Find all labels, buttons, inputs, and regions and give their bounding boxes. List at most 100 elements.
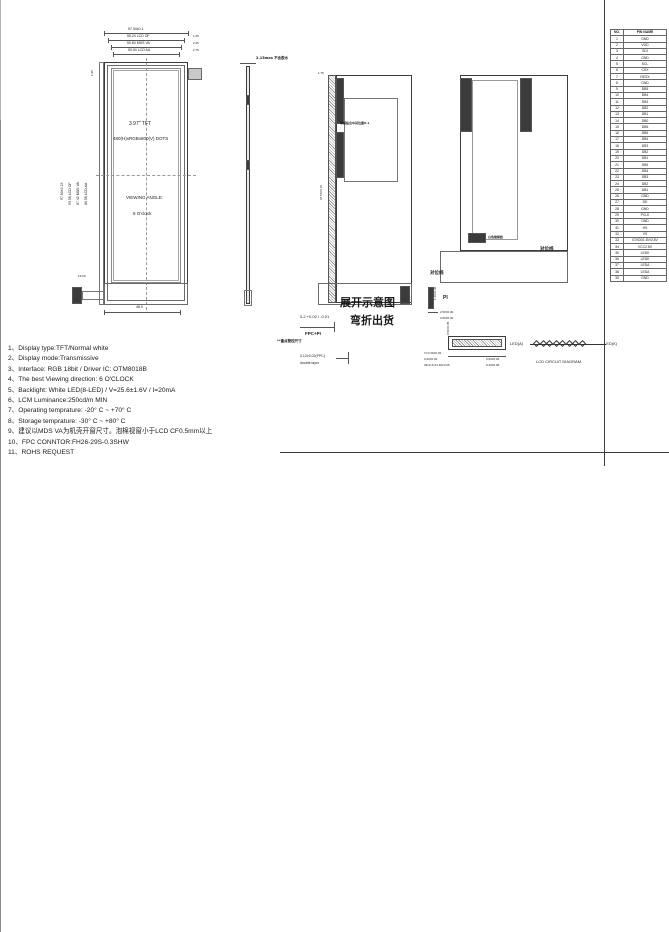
pin-name: SCL: [623, 60, 667, 68]
bottom-rule: [280, 452, 669, 453]
connector-pins: [452, 339, 502, 347]
panel-resolution-label: 480(H)xRGBx800(V) DOTS: [113, 136, 169, 141]
led-anode-label: LED(A): [510, 341, 524, 346]
fpc-pi-label: FPC+PI: [305, 331, 321, 336]
window-note: **重点管控尺寸: [277, 339, 302, 343]
back-outline: [336, 75, 412, 303]
pin-name: LEDK: [623, 255, 667, 264]
dim-line-v1: [0, 120, 1, 363]
fpc-pi-dim: 0.2 +0.02 / -0.01: [300, 314, 330, 319]
right-tail-dim: 1.40±0.30: [433, 286, 437, 300]
dim-bottom-width: 48.0: [136, 305, 143, 309]
back-pad-1: [336, 78, 344, 124]
dim-right-1: 1.05: [193, 34, 199, 38]
double-layer-dim: 0.12±0.02(FPC): [300, 354, 325, 358]
center-line-horizontal: [96, 175, 196, 176]
back-mid-note: 单层贴合中间位置0.1: [340, 121, 370, 125]
fpc-tail-front: [104, 283, 188, 305]
ext-line: [0, 72, 1, 92]
note-line: 10、FPC CONNTOR:FH26-29S-0.3SHW: [8, 438, 129, 446]
pin-name: GND: [623, 79, 667, 87]
pin-name: RESX: [623, 73, 667, 81]
align-label-top: 对位线: [430, 271, 444, 276]
connector-dim-b: V=0.30±0.03: [424, 351, 442, 355]
viewing-angle-title: VIEWING ANGLE:: [126, 195, 164, 200]
side-fpc-tail: [244, 290, 252, 306]
right-inner: [472, 80, 518, 240]
align-label-right: 对位线: [540, 247, 554, 252]
led-cathode-label: LED(K): [604, 341, 618, 346]
connector-dim-c: 0.20±0.02: [424, 357, 438, 361]
unfold-subtitle: 弯折出货: [350, 314, 394, 327]
pin-name: CSX: [623, 66, 667, 75]
dim-tick: [334, 322, 335, 332]
bend-dim-line: [428, 312, 438, 313]
back-height-dim: 97.50±0.15: [319, 185, 323, 200]
note-line: 3、Interface: RGB 18bit / Driver IC: OTM8…: [8, 365, 147, 373]
dim-lcd-aa-width: 50.04 LCD AA: [128, 48, 151, 52]
ext-line: [0, 0, 1, 26]
dim-line-v4: [0, 814, 1, 932]
pin-name: LEDA: [623, 261, 667, 270]
dim-tick: [181, 45, 182, 50]
dim-line-v2: [0, 363, 1, 599]
dim-tick: [108, 38, 109, 43]
note-line: 5、Backlight: White LED(8-LED) / V=25.6±1…: [8, 386, 176, 394]
double-layer-dim-line: [336, 358, 348, 359]
back-connector: [400, 286, 410, 304]
dim-tick: [179, 52, 180, 57]
pin-name: DB0: [623, 117, 667, 125]
pi-block: [428, 287, 434, 309]
dim-overall-height: 97.50±0.15: [60, 182, 64, 201]
note-line: 1、Display type:TFT/Normal white: [8, 345, 109, 352]
bend-dim-2: 3.50±0.30: [440, 316, 454, 320]
dim-line-v3: [0, 599, 1, 814]
right-tape-block: [468, 233, 486, 243]
right-outline: [460, 75, 568, 251]
dim-mds-va-height: 87.42 MDS VA: [76, 182, 80, 205]
right-rule: [604, 0, 605, 466]
note-line: 7、Operating temprature: -20° C ~ +70° C: [8, 407, 132, 415]
side-detail-b: [246, 160, 250, 170]
dim-bottom-left: 12.60: [78, 274, 86, 278]
note-line: 9、建议以MDS VA为机壳开窗尺寸。泡棉视窗小于LCD CF0.5mm以上: [8, 428, 213, 436]
side-top-note: 2.15max 不含胶水: [256, 56, 289, 60]
back-pad-2: [336, 132, 344, 178]
connector-dim-e: 0.60±0.05: [486, 357, 500, 361]
side-profile-fill: [246, 66, 250, 304]
right-tab: [188, 68, 202, 80]
dim-lcd-of-height: 93.58 LCD OF: [68, 182, 72, 205]
dim-mds-va-width: 50.84 MDS VA: [127, 41, 150, 45]
center-line-vertical: [146, 58, 147, 310]
viewing-angle-value: 6 O'clock: [133, 211, 152, 216]
dim-right-3: 2.75: [193, 48, 199, 52]
connector-dim-f: 0.20±0.05: [486, 363, 500, 367]
connector-block-front: [72, 287, 82, 304]
side-detail-a: [246, 95, 250, 105]
back-dim-1: 1.75: [318, 71, 324, 75]
right-pad-2: [520, 78, 532, 132]
pin-name: DB1: [623, 110, 667, 119]
ext-line: [0, 92, 1, 106]
side-dim-line: [240, 63, 256, 64]
dim-tick: [184, 38, 185, 43]
ext-line: [0, 52, 1, 72]
dim-small-top: 1.95: [90, 70, 94, 76]
pin-name: GND: [623, 274, 667, 282]
back-window: [344, 98, 398, 182]
led-wire: [530, 344, 606, 345]
